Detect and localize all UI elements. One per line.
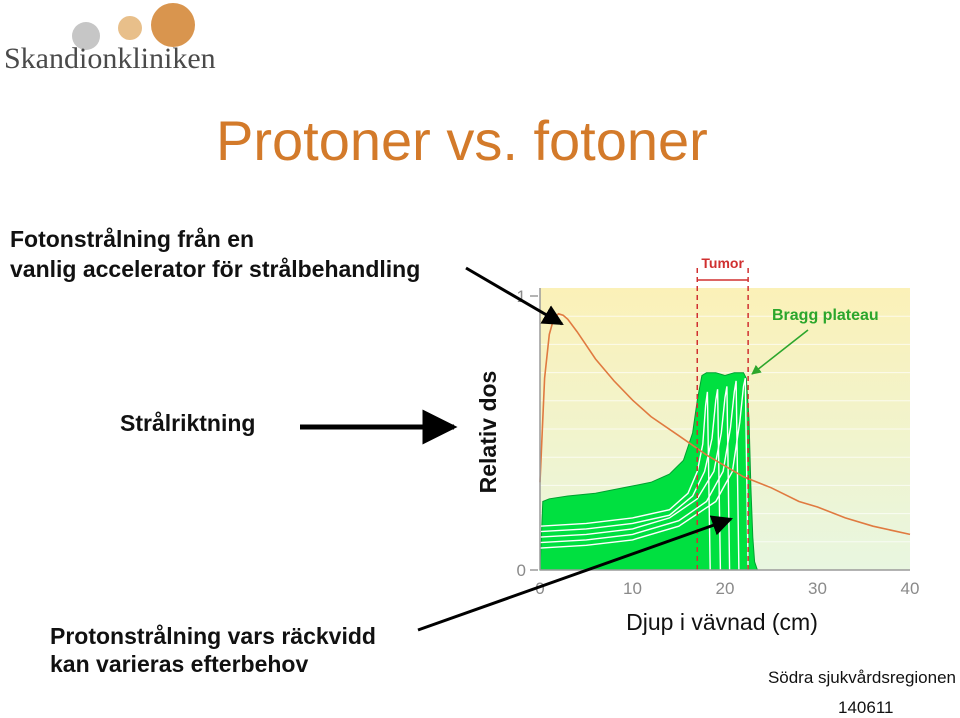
proton-sobp-fill [539,372,759,571]
x-axis-label: Djup i vävnad (cm) [626,609,818,635]
photon-description: Fotonstrålning från en vanlig accelerato… [10,224,420,284]
page-title: Protoner vs. fotoner [216,109,708,172]
skandionkliniken-logo: Skandionkliniken [0,0,240,80]
logo-circle-light [118,16,142,40]
bragg-plateau-arrow [751,329,809,375]
x-tick-label: 20 [716,579,735,598]
x-tick-label: 40 [901,579,920,598]
x-tick-labels: 0 10 20 30 40 [535,579,919,598]
proton-component-curve-2 [539,389,722,571]
proton-component-curve-1 [539,391,711,571]
logo-circle-grey [72,22,100,50]
logo-circle-orange [151,3,195,47]
photon-description-line-1: Fotonstrålning från en [10,226,255,252]
x-tick-label: 30 [808,579,827,598]
proton-description-line-2: kan varieras efterbehov [50,651,309,677]
logo-circles-icon [72,3,195,50]
proton-component-curve-3 [539,386,731,571]
proton-component-curve-4 [539,380,740,571]
footer-date: 140611 [838,698,894,717]
y-tick-label: 0 [517,561,526,580]
y-tick-label: 1 [517,287,526,306]
bragg-plateau-label: Bragg plateau [772,307,879,324]
beam-direction-label: Strålriktning [120,410,256,436]
footer-region: Södra sjukvårdsregionen [767,668,956,687]
proton-component-curves [539,378,749,571]
proton-pointer-arrow [417,515,733,632]
tumor-label: Tumor [701,255,744,271]
y-axis-label: Relativ dos [475,371,501,494]
photon-pointer-arrow [465,266,564,326]
y-tick-labels: 01 [517,287,538,580]
x-tick-label: 0 [535,579,544,598]
proton-component-curve-5 [539,378,749,571]
proton-description: Protonstrålning vars räckvidd kan varier… [50,622,376,678]
x-tick-label: 10 [623,579,642,598]
axes [539,288,910,571]
photon-description-line-2: vanlig accelerator för strålbehandling [10,256,421,282]
proton-description-line-1: Protonstrålning vars räckvidd [50,623,376,649]
logo-wordmark: Skandionkliniken [4,42,216,75]
